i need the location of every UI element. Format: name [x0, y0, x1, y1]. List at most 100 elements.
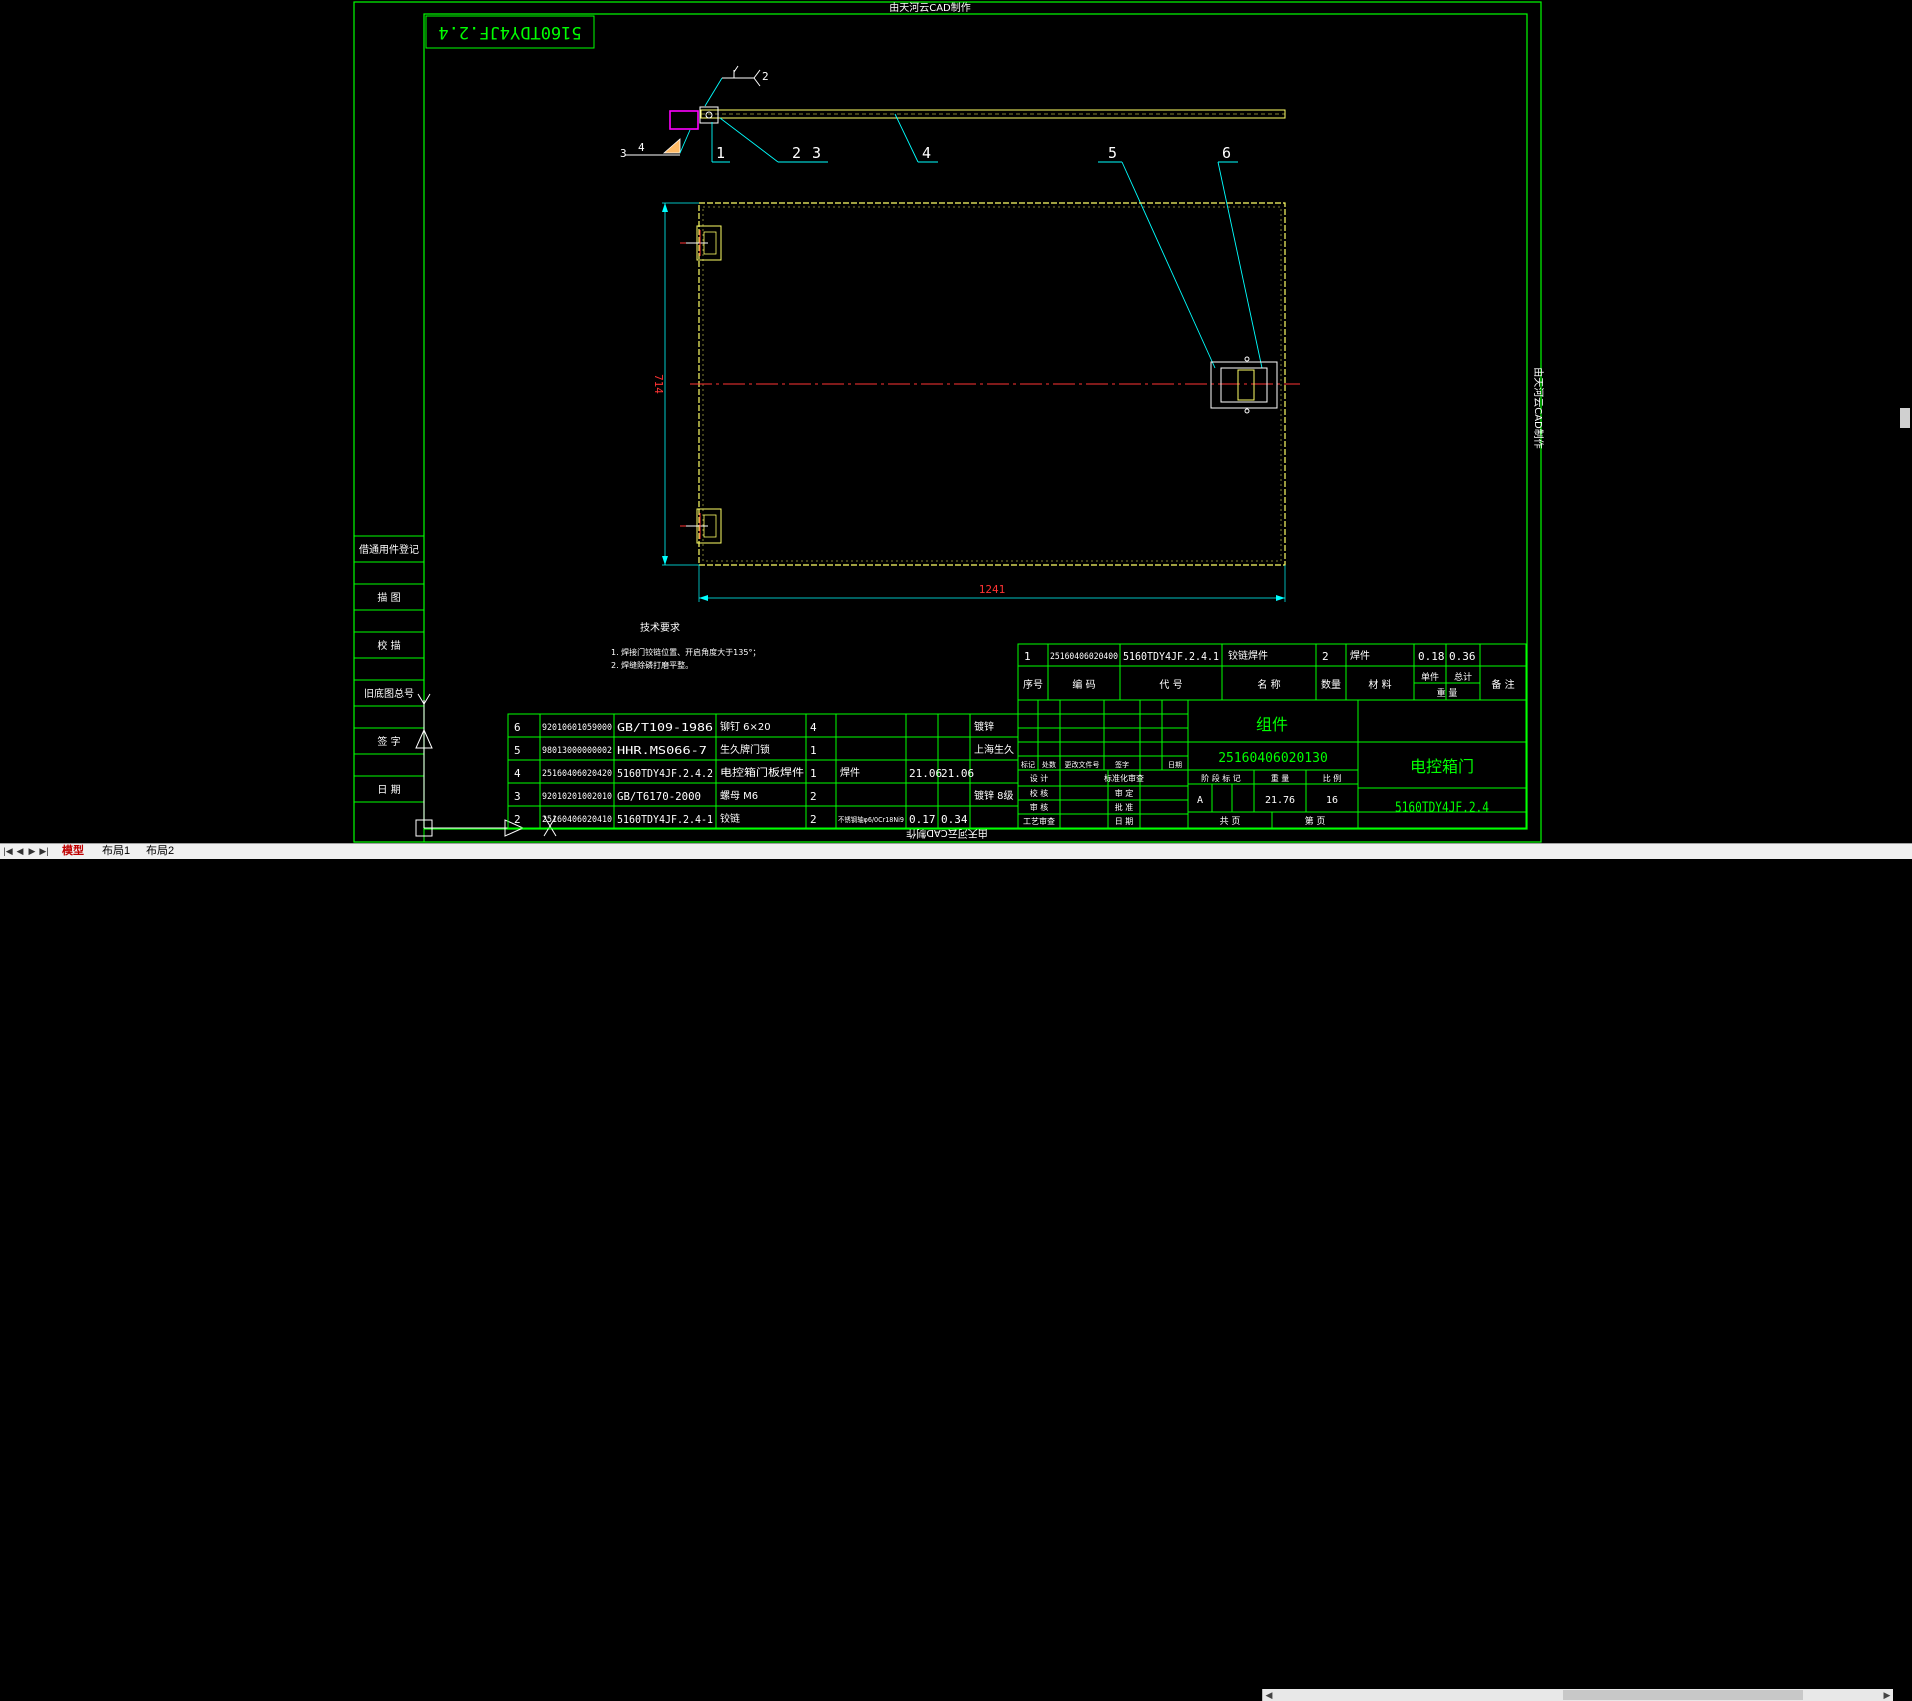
title-stamp-text: 5160TDY4JF.2.4	[438, 22, 581, 42]
bom-row-2-qty: 2	[810, 813, 817, 826]
bom-row-6-qty: 4	[810, 721, 817, 734]
role-approve: 审 定	[1115, 788, 1134, 798]
drawing-scale: 16	[1326, 795, 1338, 806]
bom-header-code: 编 码	[1072, 678, 1095, 691]
watermark-side: 由天河云CAD制作	[1532, 367, 1545, 449]
weld-leg: 2	[762, 70, 769, 83]
role-authorize: 批 准	[1115, 802, 1134, 812]
bom-row-4-code: 25160406020420	[542, 769, 612, 779]
role-check: 校 核	[1030, 788, 1049, 798]
rev-header-count: 处数	[1042, 760, 1056, 769]
first-tab-icon[interactable]: |◀	[3, 846, 13, 856]
bom-row-2-total-weight: 0.34	[941, 813, 968, 826]
scroll-left-icon[interactable]: ◀	[1265, 1690, 1273, 1700]
door-lock	[1210, 356, 1278, 414]
cad-drawing-canvas[interactable]: 由天河云CAD制作 由天河云CAD制作 由天河云CAD制作 5160TDY4JF…	[0, 0, 1912, 858]
bom-top-unit-weight: 0.18	[1418, 650, 1445, 663]
weld-side-left: 3	[620, 147, 627, 160]
role-standard: 标准化审查	[1104, 773, 1144, 783]
weight-header: 重 量	[1271, 773, 1290, 783]
role-process: 工艺审查	[1023, 816, 1055, 826]
bom-top-drawing: 5160TDY4JF.2.4.1	[1123, 650, 1219, 663]
balloon-5: 5	[1108, 144, 1117, 162]
bom-row-4-drawing: 5160TDY4JF.2.4.2	[617, 767, 713, 780]
tech-req-title: 技术要求	[640, 621, 680, 634]
drawing-frame-outer	[353, 1, 1542, 843]
part-type: 组件	[1256, 715, 1288, 734]
bom-header-total: 总计	[1454, 671, 1472, 683]
tech-req-line-2: 2. 焊缝除磷打磨平整。	[611, 660, 693, 670]
layout-tab-bar: |◀ ◀ ▶ ▶| 模型 布局1 布局2 ◀ ▶	[0, 843, 1912, 1701]
bom-row-2-material: 不锈钢轴φ6/0Cr18Ni9	[838, 815, 904, 824]
rev-header-mark: 标记	[1021, 760, 1035, 769]
front-view	[680, 202, 1300, 566]
side-stamp-6: 日 期	[377, 784, 400, 796]
bom-row-4-name: 电控箱门板焊件	[720, 766, 804, 779]
horizontal-scrollbar[interactable]: ◀ ▶	[1262, 1689, 1893, 1701]
vertical-scroll-thumb[interactable]	[1900, 408, 1910, 428]
balloon-4: 4	[922, 144, 931, 162]
scale-header: 比 例	[1323, 773, 1342, 783]
bom-row-2-name: 铰链	[720, 812, 740, 825]
bom-row-6-code: 92010601059000	[542, 723, 612, 733]
watermark-bottom: 由天河云CAD制作	[906, 827, 988, 840]
tab-model[interactable]: 模型	[62, 845, 84, 857]
hinge-upper	[680, 225, 722, 261]
scroll-right-icon[interactable]: ▶	[1883, 1690, 1891, 1700]
bom-top-material: 焊件	[1350, 650, 1370, 662]
bom-row-5-qty: 1	[810, 744, 817, 757]
bom-header-name: 名 称	[1257, 678, 1280, 691]
rev-header-sign: 签字	[1115, 760, 1129, 769]
bom-row-5-name: 生久牌门锁	[720, 743, 770, 756]
dim-height: 714	[652, 374, 665, 394]
stage-header: 阶 段 标 记	[1201, 773, 1241, 783]
dim-width: 1241	[979, 583, 1006, 596]
ucs-icon	[415, 693, 557, 837]
bom-row-3-qty: 2	[810, 790, 817, 803]
balloon-6: 6	[1222, 144, 1231, 162]
tech-req-line-1: 1. 焊接门铰链位置、开启角度大于135°；	[611, 647, 760, 657]
bom-top-seq: 1	[1024, 650, 1031, 663]
rev-header-date: 日期	[1168, 761, 1182, 769]
bom-row-2-code: 25160406020410	[542, 815, 612, 825]
bom-row-5-code: 98013000000002	[542, 746, 612, 756]
bom-row-6-remark: 镀锌	[974, 720, 994, 733]
horizontal-scroll-thumb[interactable]	[1563, 1690, 1803, 1700]
bom-row-3-remark: 镀锌 8级	[974, 789, 1014, 802]
title-stamp-box	[425, 15, 595, 49]
callout-balloons: 1 2 3 4 5 6	[711, 113, 1263, 369]
part-code: 25160406020130	[1218, 751, 1328, 766]
bom-row-5-remark: 上海生久	[974, 743, 1014, 756]
bom-top-code: 25160406020400	[1050, 652, 1118, 662]
bom-row-2-unit-weight: 0.17	[909, 813, 936, 826]
side-stamp-2: 描 图	[377, 591, 400, 604]
bom-header-material: 材 料	[1368, 678, 1391, 691]
watermark-top: 由天河云CAD制作	[889, 1, 971, 14]
weld-side-right: 4	[638, 141, 645, 154]
bom-row-6-drawing: GB/T109-1986	[617, 721, 713, 734]
tab-layout-1[interactable]: 布局1	[102, 845, 131, 857]
prev-tab-icon[interactable]: ◀	[16, 846, 24, 856]
drawing-frame-inner	[423, 13, 1528, 830]
sheet-number: 第 页	[1305, 815, 1326, 827]
bom-row-5-seq: 5	[514, 744, 521, 757]
side-stamp-5: 签 字	[377, 735, 400, 748]
bom-header-qty: 数量	[1321, 678, 1341, 691]
bom-row-3-drawing: GB/T6170-2000	[617, 790, 701, 803]
side-stamp-4: 旧底图总号	[364, 687, 414, 700]
last-tab-icon[interactable]: ▶|	[39, 846, 49, 856]
part-name: 电控箱门	[1410, 757, 1474, 776]
bom-row-4-seq: 4	[514, 767, 521, 780]
vertical-scrollbar[interactable]	[1898, 0, 1912, 843]
hinge-lower	[680, 508, 722, 544]
hinge-section	[699, 106, 719, 124]
drawing-number: 5160TDY4JF.2.4	[1395, 800, 1489, 816]
bom-header-drawing: 代 号	[1159, 679, 1182, 691]
tab-layout-2[interactable]: 布局2	[146, 845, 175, 857]
total-weight: 21.76	[1265, 795, 1295, 806]
next-tab-icon[interactable]: ▶	[28, 846, 36, 856]
bom-header-remark: 备 注	[1491, 678, 1514, 691]
bom-top-name: 铰链焊件	[1228, 649, 1268, 662]
bom-header-unit: 单件	[1421, 671, 1439, 683]
side-stamp-column: 借通用件登记 描 图 校 描 旧底图总号 签 字 日 期	[353, 535, 425, 843]
